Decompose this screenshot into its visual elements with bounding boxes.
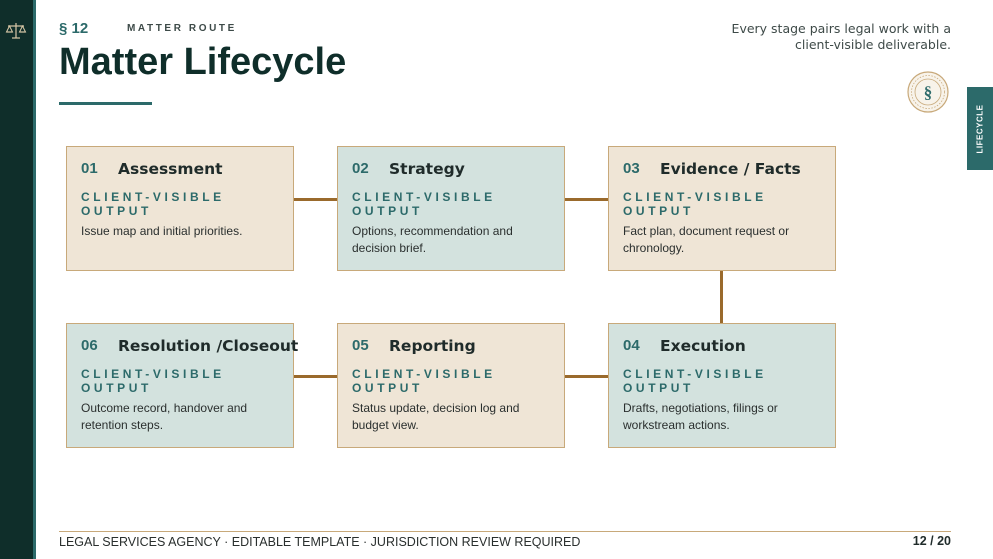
stage-description: Fact plan, document request or chronolog… [623,224,790,255]
connector-02-03 [564,198,610,201]
section-seal-icon: § [907,71,949,113]
footer-divider [59,531,951,532]
stage-number: 01 [81,160,98,177]
stage-card-strategy[interactable]: 02 Strategy CLIENT-VISIBLE OUTPUT Option… [337,146,565,271]
section-number: § 12 [59,20,89,37]
stage-number: 06 [81,337,98,354]
stage-output-label: CLIENT-VISIBLE OUTPUT [623,367,767,395]
side-tab-label: LIFECYCLE [975,104,985,153]
stage-output-label: CLIENT-VISIBLE OUTPUT [352,367,496,395]
stage-name: Strategy [389,160,465,178]
connector-04-05 [564,375,610,378]
stage-card-reporting[interactable]: 05 Reporting CLIENT-VISIBLE OUTPUT Statu… [337,323,565,448]
title-underline [59,102,152,105]
scales-of-justice-icon [5,23,27,39]
stage-description: Status update, decision log and budget v… [352,401,520,432]
connector-05-06 [293,375,339,378]
stage-number: 05 [352,337,369,354]
page-subtitle: Every stage pairs legal work with a clie… [731,21,951,52]
connector-01-02 [293,198,339,201]
sidebar-edge [33,0,36,559]
seal-symbol: § [924,83,933,102]
stage-card-assessment[interactable]: 01 Assessment CLIENT-VISIBLE OUTPUT Issu… [66,146,294,271]
stage-card-execution[interactable]: 04 Execution CLIENT-VISIBLE OUTPUT Draft… [608,323,836,448]
stage-name: Reporting [389,337,476,355]
left-sidebar [0,0,33,559]
stage-description: Drafts, negotiations, filings or workstr… [623,401,778,432]
stage-output-label: CLIENT-VISIBLE OUTPUT [81,367,225,395]
stage-output-label: CLIENT-VISIBLE OUTPUT [352,190,496,218]
stage-output-label: CLIENT-VISIBLE OUTPUT [81,190,225,218]
stage-output-label: CLIENT-VISIBLE OUTPUT [623,190,767,218]
footer-text: LEGAL SERVICES AGENCY · EDITABLE TEMPLAT… [59,535,581,549]
stage-description: Issue map and initial priorities. [81,224,243,238]
stage-card-evidence-facts[interactable]: 03 Evidence / Facts CLIENT-VISIBLE OUTPU… [608,146,836,271]
eyebrow-label: MATTER ROUTE [127,23,237,34]
stage-name: Execution [660,337,746,355]
stage-name: Evidence / Facts [660,160,801,178]
connector-03-04 [720,270,723,324]
stage-card-resolution-closeout[interactable]: 06 Resolution /Closeout CLIENT-VISIBLE O… [66,323,298,448]
stage-name: Resolution /Closeout [118,337,299,355]
stage-name: Assessment [118,160,223,178]
stage-number: 04 [623,337,640,354]
stage-description: Options, recommendation and decision bri… [352,224,513,255]
stage-description: Outcome record, handover and retention s… [81,401,248,432]
stage-number: 03 [623,160,640,177]
stage-number: 02 [352,160,369,177]
page-title: Matter Lifecycle [59,41,347,83]
page-counter: 12 / 20 [912,534,951,548]
side-tab-lifecycle[interactable]: LIFECYCLE [967,87,993,170]
